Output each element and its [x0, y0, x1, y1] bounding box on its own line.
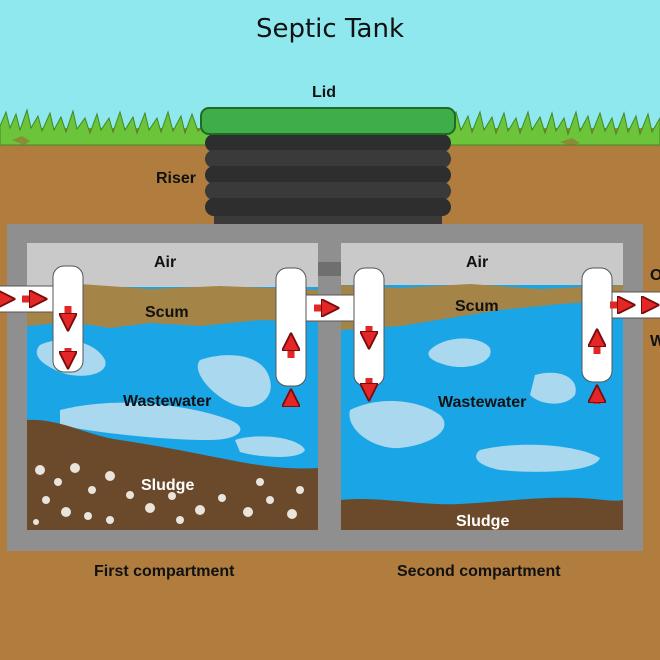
- flow-arrows: [0, 299, 652, 406]
- scum-layer: [27, 284, 318, 328]
- wastewater-label-2: Wastewater: [438, 394, 527, 411]
- scum-label-1: Scum: [145, 304, 189, 321]
- air-layer: [341, 243, 623, 285]
- outlet-tee: [581, 267, 613, 383]
- diagram-title: Septic Tank: [255, 14, 405, 44]
- water-light-patch: [428, 338, 491, 368]
- second-compartment-label: Second compartment: [397, 563, 561, 580]
- outlet-label-cut: O: [650, 267, 660, 284]
- riser-ring: [205, 182, 451, 200]
- riser-ring: [205, 150, 451, 168]
- air-label-1: Air: [154, 254, 177, 271]
- baffle-cap: [318, 262, 341, 276]
- lid-label: Lid: [312, 84, 336, 101]
- riser-label: Riser: [156, 170, 197, 187]
- sludge-label-2: Sludge: [456, 513, 510, 530]
- water-light-patch: [235, 436, 305, 457]
- baffle-divider: [318, 262, 341, 530]
- water-light-patch: [530, 372, 576, 404]
- outlet-label-cut-2: W: [650, 333, 660, 350]
- first-compartment-interior: [27, 243, 318, 530]
- water-light-patch: [476, 444, 600, 472]
- scum-label-2: Scum: [455, 298, 499, 315]
- sludge-layer: [341, 497, 623, 530]
- water-light-patch: [349, 400, 445, 449]
- riser-ring: [205, 166, 451, 184]
- scum-layer: [341, 284, 623, 330]
- sludge-label-1: Sludge: [141, 477, 195, 494]
- sludge-gravel: [33, 463, 304, 525]
- water-light-patch: [60, 402, 241, 440]
- riser-ring: [205, 198, 451, 216]
- air-label-2: Air: [466, 254, 489, 271]
- riser-ring: [205, 134, 451, 152]
- transfer-tee-in: [275, 267, 307, 387]
- second-compartment-interior: [341, 243, 623, 530]
- first-compartment-label: First compartment: [94, 563, 235, 580]
- water-light-patch: [197, 355, 271, 408]
- lid: [200, 107, 456, 135]
- wastewater-label-1: Wastewater: [123, 393, 212, 410]
- sludge-layer: [27, 419, 318, 530]
